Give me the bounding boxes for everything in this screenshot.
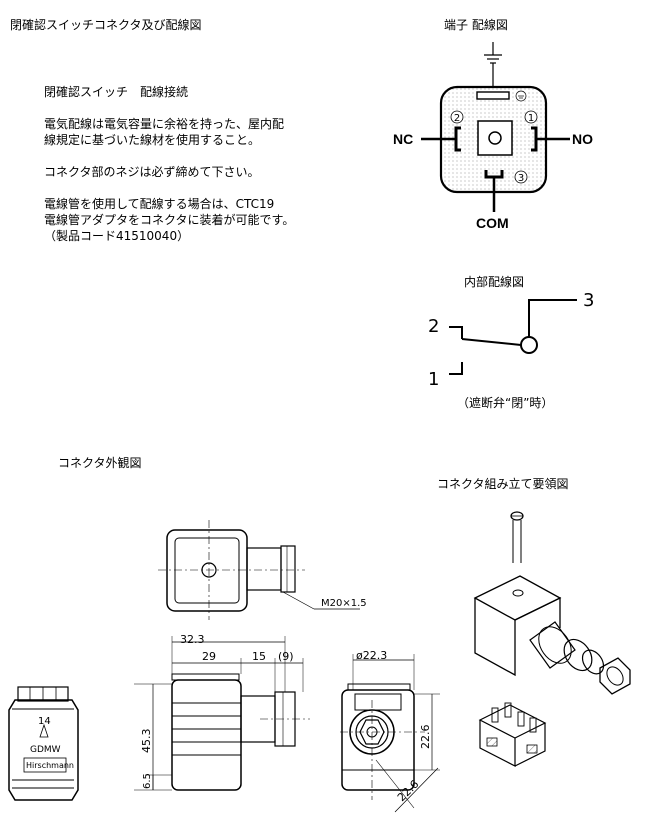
page-title: 閉確認スイッチコネクタ及び配線図 — [10, 18, 202, 32]
thread-label: M20×1.5 — [321, 598, 367, 609]
front-label-brand: Hirschmann — [26, 761, 74, 770]
terminal-nc-label: NC — [393, 131, 413, 147]
terminal-no-label: NO — [572, 131, 593, 147]
ground-icon — [484, 42, 502, 90]
notes-para1-line2: 線規定に基づいた線材を使用すること。 — [44, 133, 261, 147]
notes-para3-line1: 電線管を使用して配線する場合は、CTC19 — [44, 197, 275, 211]
terminal-num-2: 2 — [454, 113, 460, 124]
wiring-notes: 閉確認スイッチ 配線接続 電気配線は電気容量に余裕を持った、屋内配 線規定に基づ… — [44, 84, 294, 244]
notes-para3-line2: 電線管アダプタをコネクタに装着が可能です。 — [44, 213, 295, 227]
dim-45-3: 45.3 — [140, 729, 153, 754]
connector-side-view — [134, 636, 310, 791]
dim-22-6-diagonal: 22.6 — [395, 778, 422, 805]
wiring-num-3: 3 — [583, 290, 594, 311]
front-label-gdmw: GDMW — [30, 745, 61, 755]
notes-para1-line1: 電気配線は電気容量に余裕を持った、屋内配 — [44, 117, 285, 131]
dim-phi-22-3: ø22.3 — [356, 649, 387, 662]
assembly-drawing — [473, 511, 631, 767]
dim-15: 15 — [252, 650, 266, 663]
internal-wiring-title: 内部配線図 — [464, 275, 525, 289]
wiring-num-2: 2 — [428, 316, 439, 337]
connector-view-title: コネクタ外観図 — [58, 456, 142, 470]
dim-9: (9) — [278, 650, 294, 663]
internal-wiring-diagram — [449, 299, 577, 375]
notes-para2: コネクタ部のネジは必ず締めて下さい。 — [44, 165, 260, 179]
terminal-num-3: 3 — [518, 173, 524, 184]
terminal-diagram: 2 1 3 NC NO COM — [393, 42, 593, 231]
dim-22-6-vertical: 22.6 — [419, 725, 432, 750]
notes-para3-line3: （製品コード41510040） — [44, 229, 190, 243]
dim-32-3: 32.3 — [180, 633, 205, 646]
connector-top-view — [158, 520, 360, 620]
front-label-14: 14 — [38, 716, 51, 727]
assembly-title: コネクタ組み立て要領図 — [437, 477, 569, 491]
notes-heading: 閉確認スイッチ 配線接続 — [44, 85, 189, 99]
terminal-diagram-title: 端子 配線図 — [444, 18, 508, 32]
connector-front-view — [8, 686, 79, 801]
dim-29: 29 — [202, 650, 216, 663]
ground-small-icon — [515, 90, 527, 102]
wiring-num-1: 1 — [428, 369, 439, 390]
connector-back-view — [340, 654, 440, 813]
terminal-num-1: 1 — [528, 113, 534, 124]
dim-6-5: 6.5 — [142, 773, 153, 789]
terminal-com-label: COM — [476, 215, 509, 231]
internal-wiring-caption: （遮断弁“閉”時） — [457, 396, 554, 410]
